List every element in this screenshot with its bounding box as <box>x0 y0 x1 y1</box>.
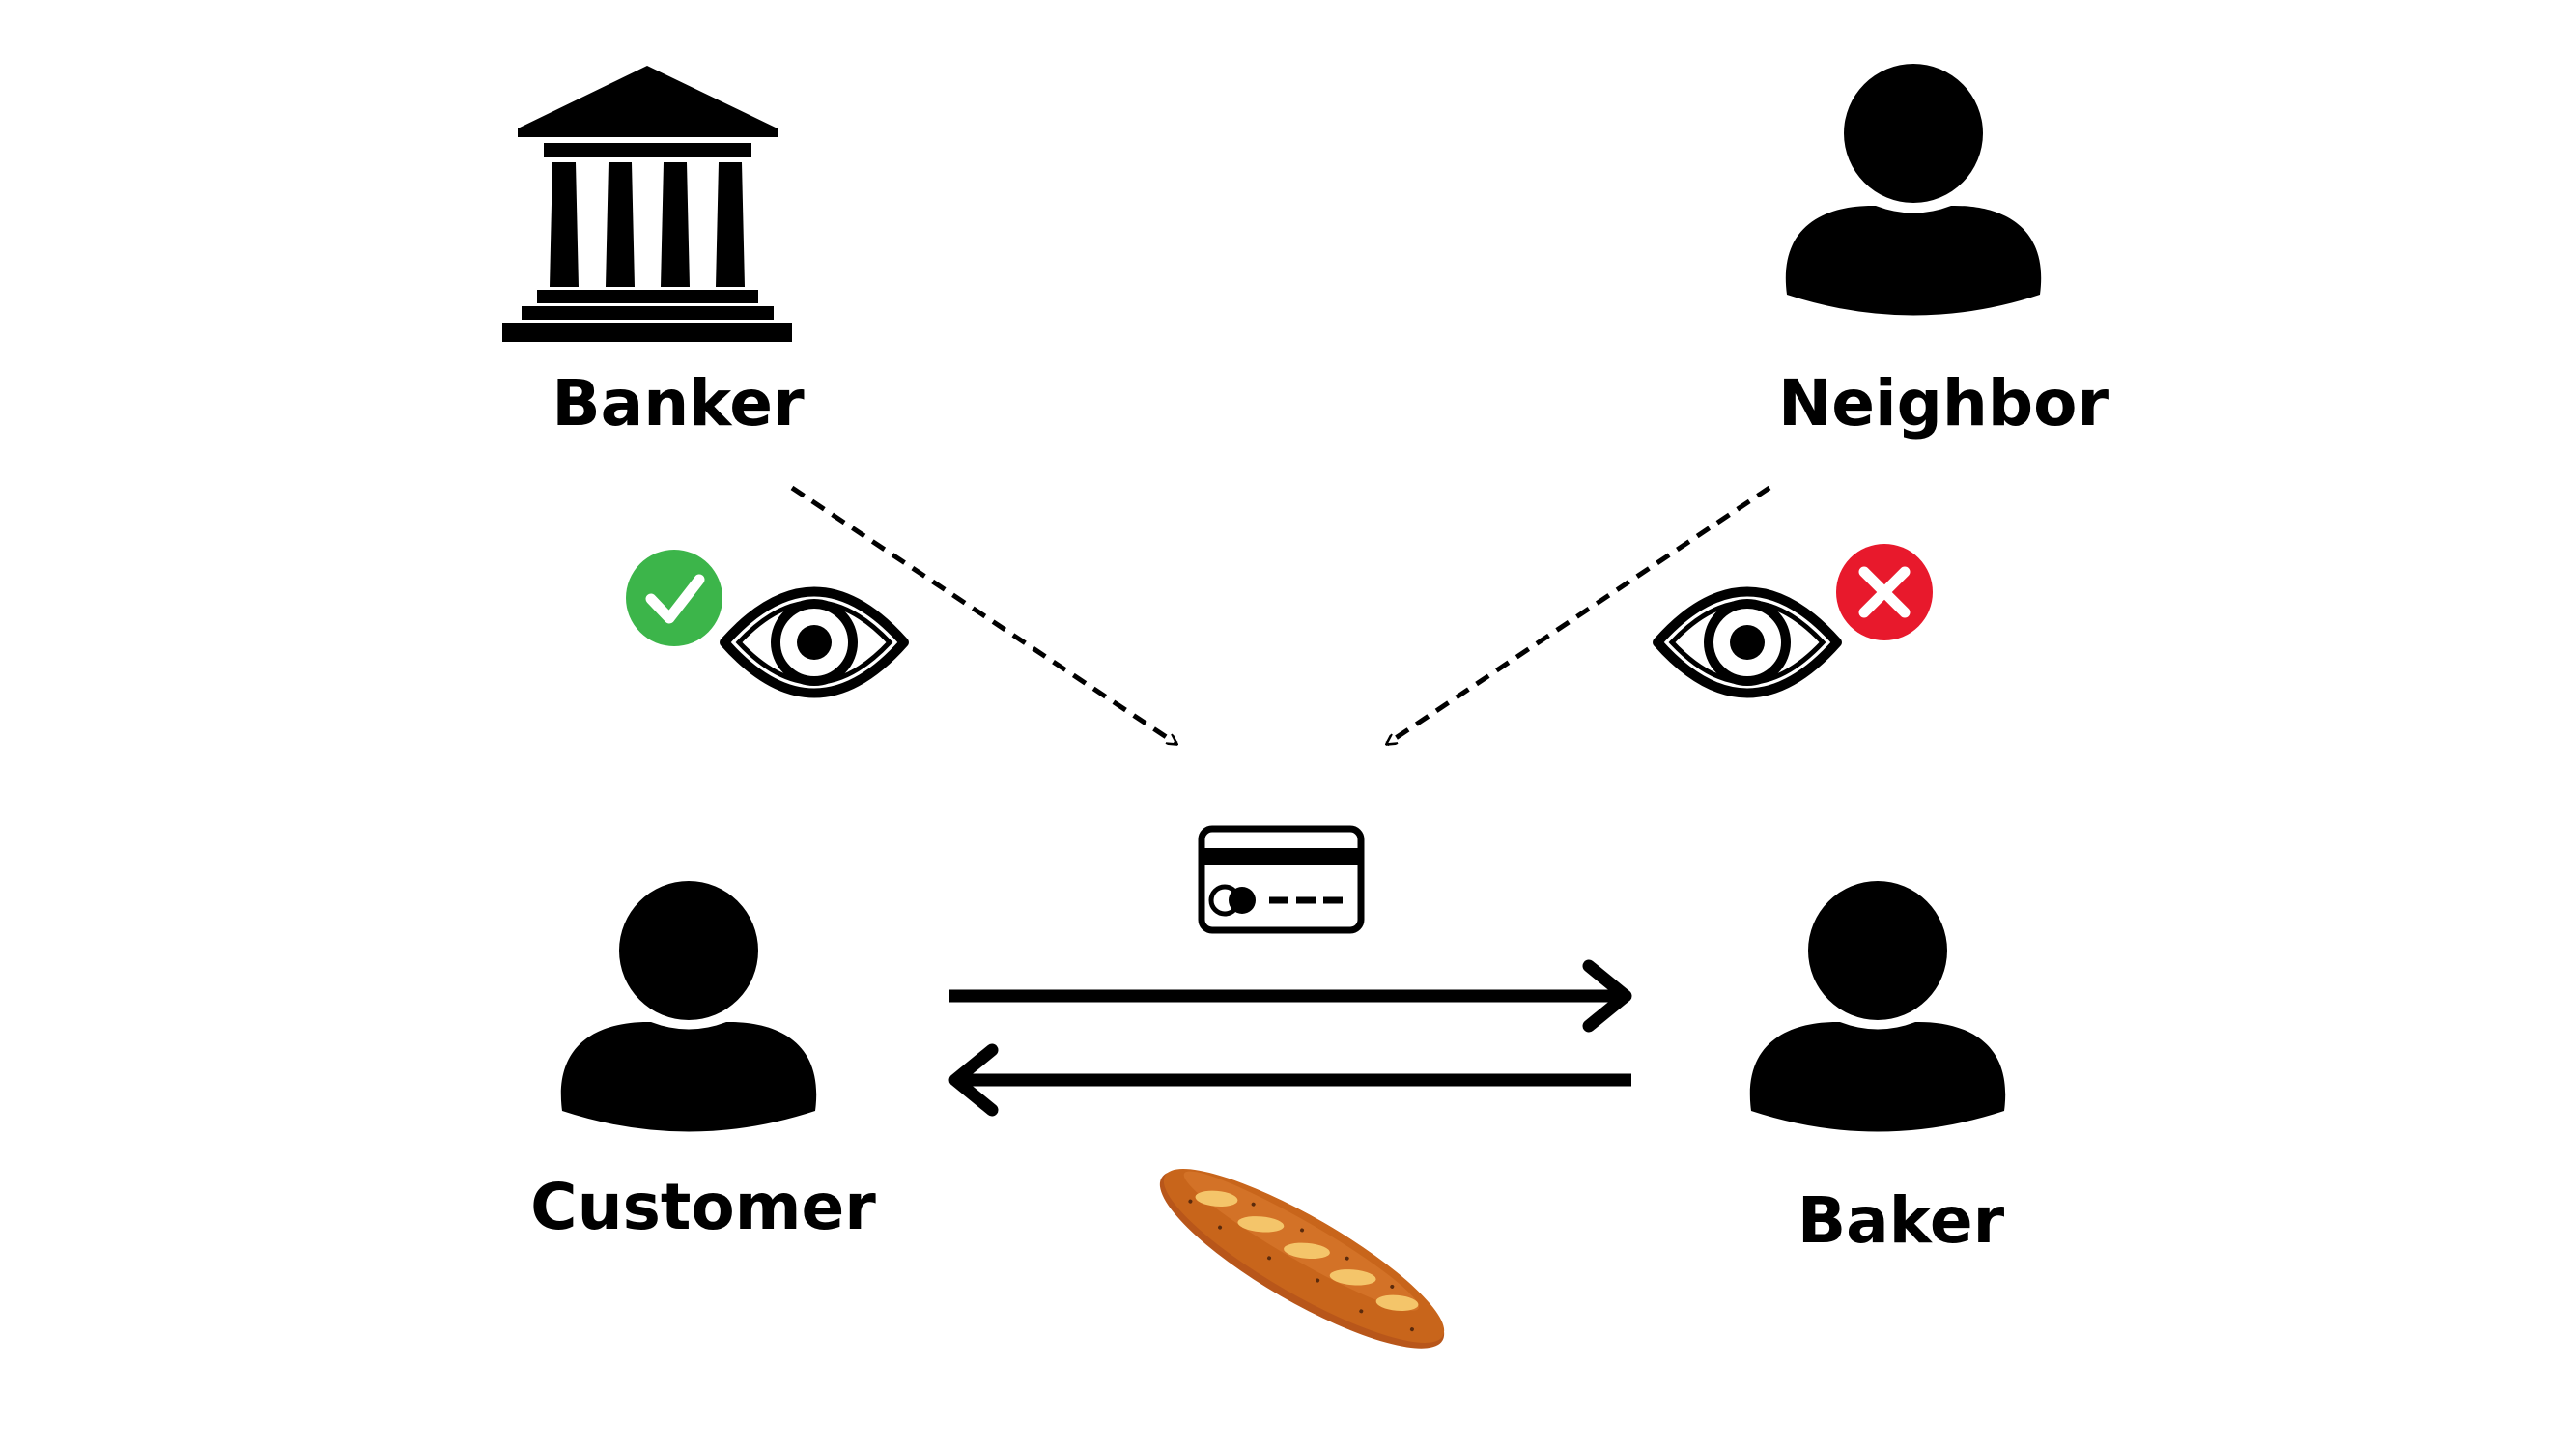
credit-card-icon <box>1198 825 1365 934</box>
customer-label: Customer <box>530 1170 876 1244</box>
banker-observation-arrow <box>790 485 1176 747</box>
neighbor-person-icon <box>1785 64 2042 316</box>
neighbor-eye-icon <box>1653 586 1842 698</box>
checkmark-icon <box>626 550 722 646</box>
banker-eye-icon <box>720 586 909 698</box>
bank-building-icon <box>502 66 792 342</box>
baguette-icon <box>1159 1169 1445 1349</box>
neighbor-label: Neighbor <box>1778 366 2109 440</box>
x-mark-icon <box>1836 544 1933 640</box>
payment-arrow <box>949 959 1632 1033</box>
neighbor-observation-arrow <box>1387 485 1771 747</box>
baker-person-icon <box>1749 881 2006 1132</box>
banker-label: Banker <box>552 366 805 440</box>
baker-label: Baker <box>1798 1183 2005 1258</box>
customer-person-icon <box>560 881 817 1132</box>
goods-arrow <box>948 1043 1631 1117</box>
